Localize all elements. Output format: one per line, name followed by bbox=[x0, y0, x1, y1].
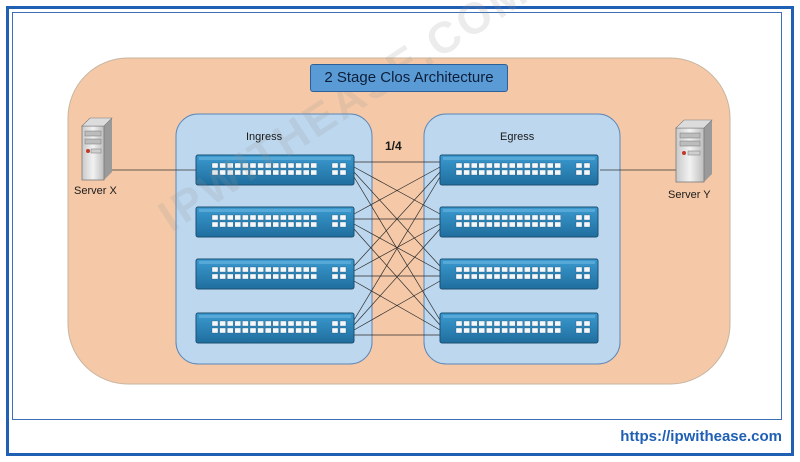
ingress-switch-2 bbox=[195, 206, 355, 238]
mesh-link-4-3 bbox=[353, 280, 441, 331]
mesh-link-2-1 bbox=[353, 166, 441, 215]
ingress-switch-1 bbox=[195, 154, 355, 186]
mesh-links bbox=[353, 161, 441, 336]
link-ratio-label: 1/4 bbox=[385, 139, 402, 153]
mesh-link-4-1 bbox=[353, 176, 441, 321]
diagram-title: 2 Stage Clos Architecture bbox=[310, 64, 508, 92]
server-x-label: Server X bbox=[74, 185, 117, 197]
ingress-label: Ingress bbox=[246, 131, 283, 143]
egress-label: Egress bbox=[500, 131, 535, 143]
ingress-switch-3 bbox=[195, 258, 355, 290]
egress-switch-1 bbox=[439, 154, 599, 186]
server-y-label: Server Y bbox=[668, 189, 711, 201]
footer-url[interactable]: https://ipwithease.com bbox=[620, 428, 782, 445]
mesh-link-3-1 bbox=[353, 171, 441, 267]
egress-switch-4 bbox=[439, 312, 599, 344]
egress-switches bbox=[439, 154, 599, 344]
server-x-icon bbox=[81, 117, 113, 181]
inner-frame bbox=[12, 12, 782, 420]
mesh-link-4-2 bbox=[353, 228, 441, 326]
egress-switch-2 bbox=[439, 206, 599, 238]
server-y-icon bbox=[675, 119, 713, 183]
ingress-switches bbox=[195, 154, 355, 344]
egress-switch-3 bbox=[439, 258, 599, 290]
ingress-switch-4 bbox=[195, 312, 355, 344]
mesh-link-3-2 bbox=[353, 223, 441, 272]
